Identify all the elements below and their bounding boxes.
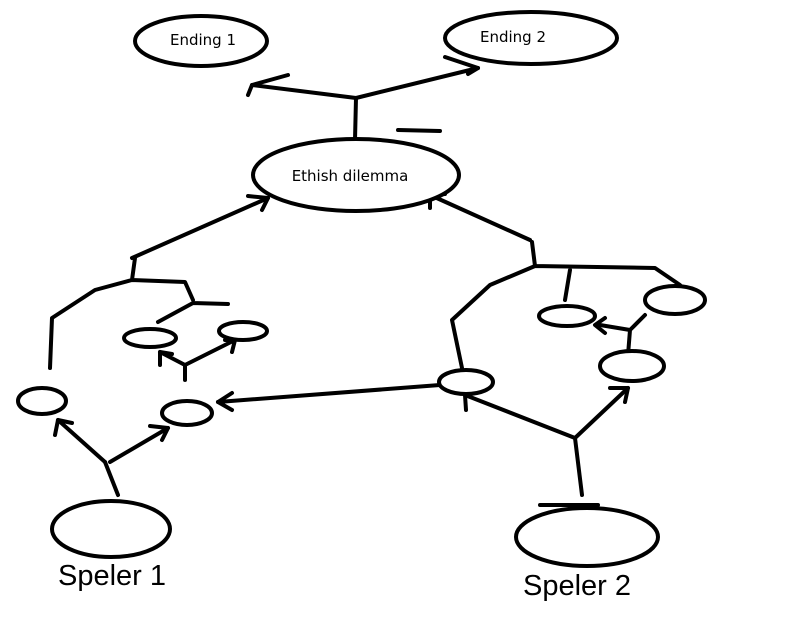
player-1-node	[50, 499, 172, 559]
right-branch-top	[450, 240, 682, 370]
connector-right-to-dilemma	[428, 193, 532, 242]
arrowhead-left-dilemma	[246, 194, 270, 212]
choice-node-right-1	[537, 304, 597, 328]
choice-node-left-2	[217, 320, 269, 342]
choice-node-right-3	[598, 349, 666, 383]
choice-node-mid	[437, 368, 495, 396]
choice-node-left-3	[16, 386, 68, 416]
choice-node-left-1	[122, 327, 178, 349]
arrowhead-p1-left	[53, 418, 74, 437]
connector-p1-right	[108, 426, 170, 464]
connector-player1-up	[103, 460, 120, 497]
arrowhead-ending-2	[443, 55, 480, 76]
connector-to-ending-2	[354, 66, 480, 100]
left-branch-small	[156, 301, 230, 324]
connector-p1-left	[56, 418, 107, 464]
ending-2-label: Ending 2	[480, 28, 546, 46]
player-1-label: Speler 1	[58, 560, 166, 592]
choice-node-left-4	[160, 399, 214, 427]
labels: Ending 1 Ending 2 Ethish dilemma Speler …	[58, 28, 631, 602]
connector-left-to-dilemma	[130, 196, 270, 260]
connector-p2-right	[573, 386, 630, 440]
right-mini-arrowhead	[593, 316, 607, 335]
connector-p2-left	[463, 393, 577, 440]
right-branch-small	[598, 313, 647, 357]
ending-1-node	[133, 14, 269, 68]
arrowhead-ending-1	[246, 73, 290, 97]
connector-player2-up	[573, 436, 584, 497]
arrowhead-p1-right	[148, 424, 170, 442]
connector-to-ending-1	[250, 83, 358, 100]
left-branch-top	[48, 256, 195, 370]
player-2-label: Speler 2	[523, 570, 631, 602]
arrowhead-p2-right	[608, 386, 630, 404]
ending-1-label: Ending 1	[170, 31, 236, 49]
dilemma-top-tick	[396, 128, 442, 133]
left-mini-arrows	[158, 338, 237, 382]
nodes	[16, 10, 707, 568]
connector-mid-to-left	[216, 383, 442, 404]
connector-dilemma-up	[353, 96, 358, 142]
player-2-node	[514, 506, 660, 568]
dilemma-label: Ethish dilemma	[292, 167, 409, 185]
dilemma-node	[251, 137, 461, 213]
ending-2-node	[443, 10, 619, 66]
arrowhead-mid-to-left	[216, 391, 234, 412]
choice-node-right-2	[643, 284, 707, 316]
connectors	[48, 55, 682, 507]
